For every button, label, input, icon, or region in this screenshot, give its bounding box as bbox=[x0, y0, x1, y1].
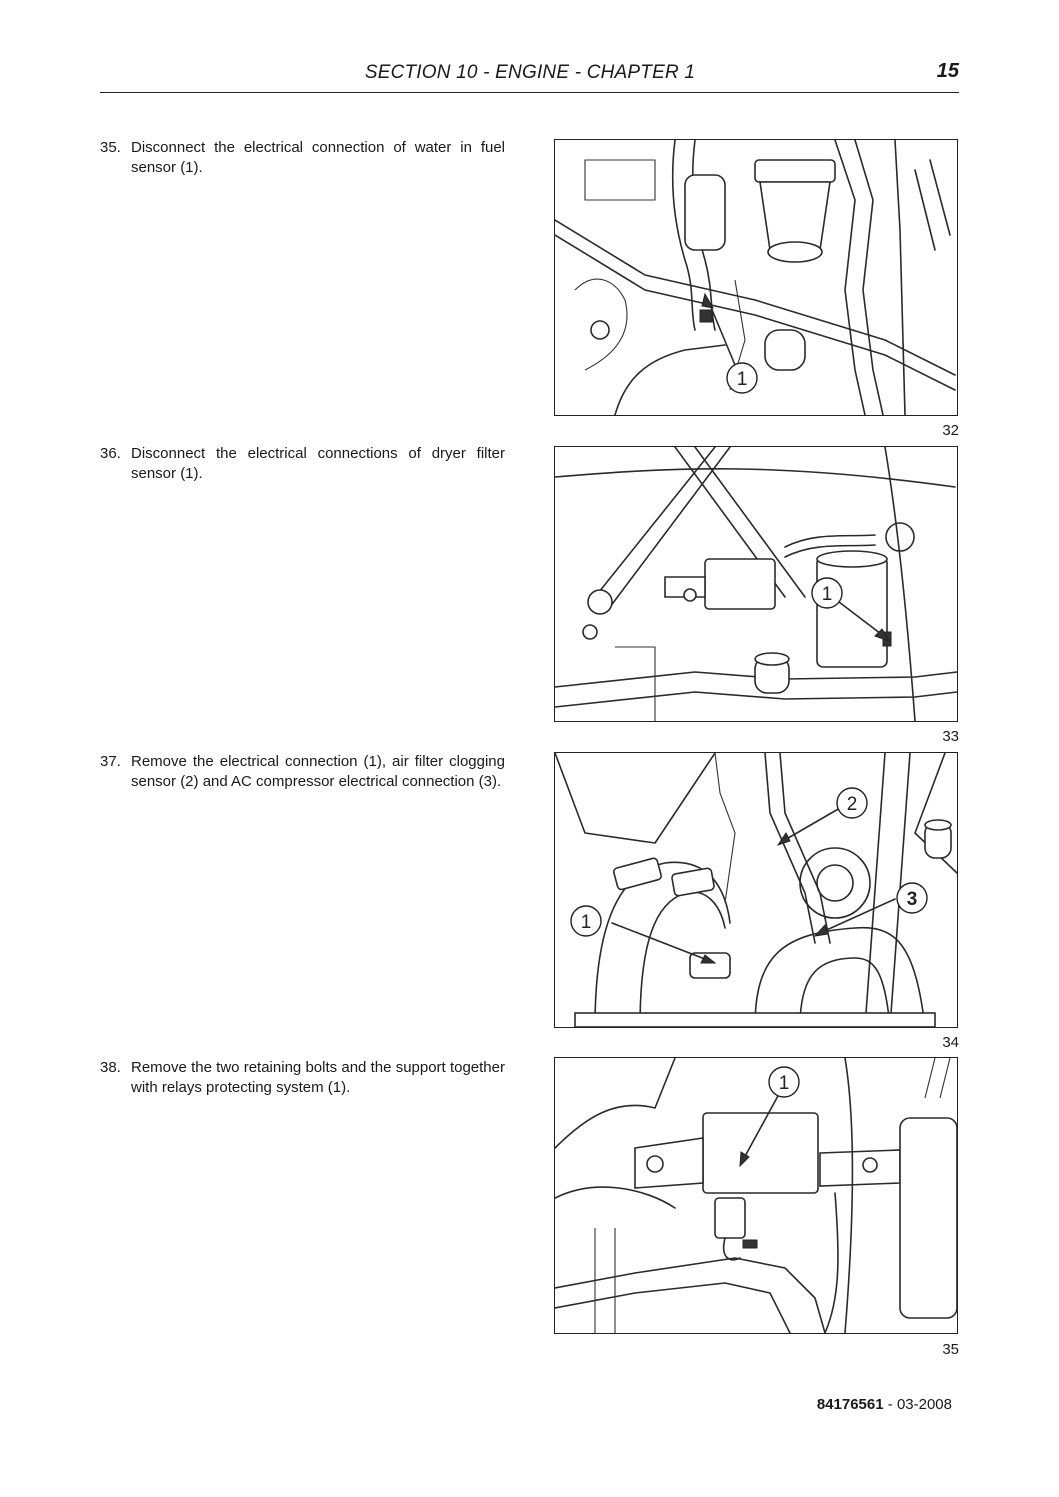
svg-text:1: 1 bbox=[822, 584, 833, 605]
callout-3: 3 bbox=[896, 882, 928, 914]
callout-1: 1 bbox=[570, 905, 602, 937]
step-37: 37. Remove the electrical connection (1)… bbox=[100, 752, 505, 792]
header-rule bbox=[100, 92, 959, 93]
document-date: 03-2008 bbox=[896, 1396, 952, 1413]
page-header-title: SECTION 10 - ENGINE - CHAPTER 1 bbox=[364, 62, 696, 83]
document-code: 84176561 bbox=[816, 1396, 884, 1413]
callout-1: 1 bbox=[811, 577, 843, 609]
step-number: 36. bbox=[100, 445, 121, 462]
step-text: Disconnect the electrical connections of… bbox=[131, 445, 505, 482]
figure-32-illustration: 1 bbox=[554, 139, 958, 416]
svg-text:2: 2 bbox=[847, 794, 858, 815]
step-38: 38. Remove the two retaining bolts and t… bbox=[100, 1058, 505, 1098]
svg-text:1: 1 bbox=[737, 369, 748, 390]
footer-separator: - bbox=[887, 1396, 893, 1413]
step-number: 37. bbox=[100, 753, 121, 770]
figure-35-illustration: 1 bbox=[554, 1057, 958, 1334]
step-36: 36. Disconnect the electrical connection… bbox=[100, 444, 505, 484]
svg-text:1: 1 bbox=[581, 912, 592, 933]
step-number: 35. bbox=[100, 139, 121, 156]
figure-number: 34 bbox=[942, 1034, 959, 1051]
page-number: 15 bbox=[936, 60, 959, 82]
step-text: Disconnect the electrical connection of … bbox=[131, 139, 505, 176]
svg-text:3: 3 bbox=[907, 889, 918, 910]
figure-number: 33 bbox=[942, 728, 959, 745]
figure-33-illustration: 1 bbox=[554, 446, 958, 722]
figure-number: 32 bbox=[942, 422, 959, 439]
svg-text:1: 1 bbox=[779, 1073, 790, 1094]
callout-2: 2 bbox=[836, 787, 868, 819]
step-number: 38. bbox=[100, 1059, 121, 1076]
page-footer: 84176561 - 03-2008 bbox=[817, 1396, 952, 1413]
figure-34-illustration: 1 2 3 bbox=[554, 752, 958, 1028]
figure-number: 35 bbox=[942, 1341, 959, 1358]
step-text: Remove the electrical connection (1), ai… bbox=[131, 753, 505, 790]
step-text: Remove the two retaining bolts and the s… bbox=[131, 1059, 505, 1096]
callout-1: 1 bbox=[768, 1066, 800, 1098]
step-35: 35. Disconnect the electrical connection… bbox=[100, 138, 505, 178]
callout-1: 1 bbox=[726, 362, 758, 394]
